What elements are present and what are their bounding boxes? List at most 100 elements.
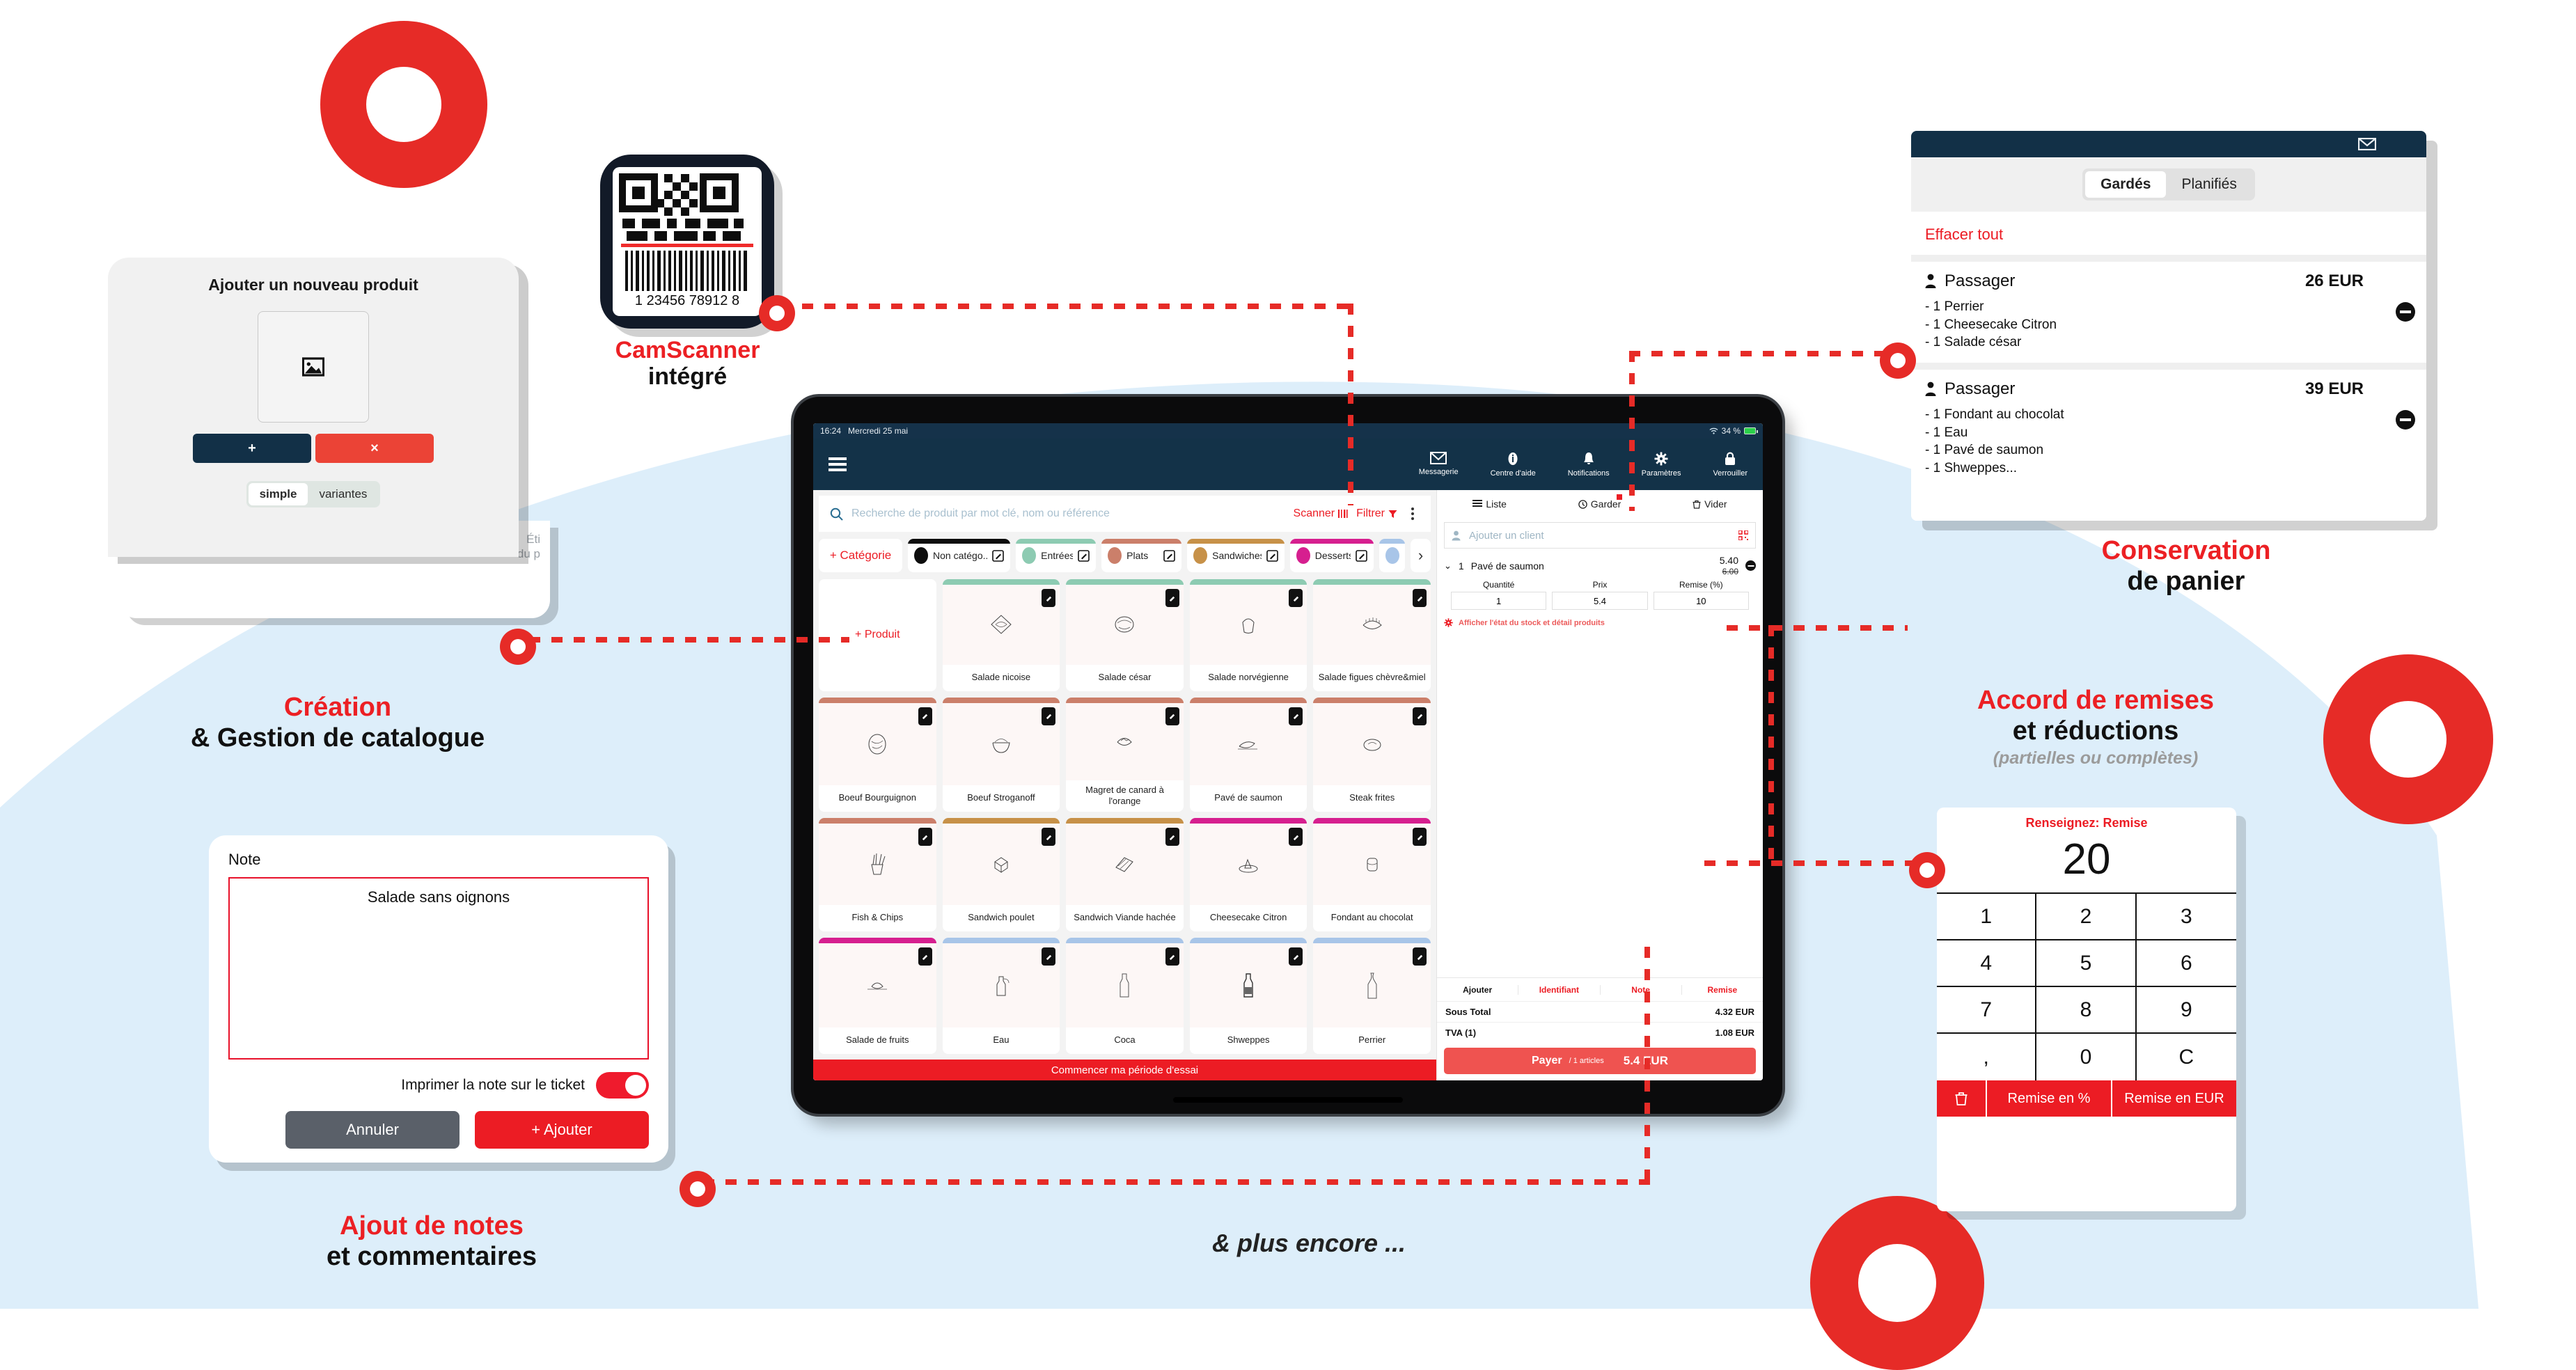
- category-chip-entrees[interactable]: Entrées: [1016, 539, 1097, 572]
- appbar-item-verrouiller[interactable]: Verrouiller: [1713, 452, 1748, 478]
- appbar-item-parametres[interactable]: Paramètres: [1642, 452, 1681, 478]
- cart-action-ajouter[interactable]: Ajouter: [1437, 984, 1519, 995]
- appbar-item-notifications[interactable]: Notifications: [1568, 452, 1610, 478]
- note-add-button[interactable]: + Ajouter: [475, 1111, 649, 1149]
- qr-icon[interactable]: [1738, 530, 1748, 540]
- stock-detail-link[interactable]: Afficher l'état du stock et détail produ…: [1437, 611, 1763, 634]
- add-image-button[interactable]: +: [193, 434, 311, 463]
- note-cancel-button[interactable]: Annuler: [285, 1111, 460, 1149]
- category-chip-desserts[interactable]: Desserts: [1289, 539, 1374, 572]
- clear-all-link[interactable]: Effacer tout: [1925, 226, 2004, 243]
- field-value[interactable]: 10: [1653, 592, 1749, 611]
- keypad-key-9[interactable]: 9: [2136, 987, 2236, 1034]
- keypad-key-5[interactable]: 5: [2036, 940, 2137, 987]
- keypad-key-4[interactable]: 4: [1937, 940, 2037, 987]
- cart-tool-garder[interactable]: Garder: [1578, 494, 1623, 510]
- product-tile[interactable]: Shweppes: [1189, 938, 1307, 1054]
- field-value[interactable]: 5.4: [1552, 592, 1648, 611]
- category-chip-sandwiches[interactable]: Sandwiches: [1187, 539, 1285, 572]
- segment-simple[interactable]: simple: [248, 483, 308, 505]
- keypad-key-2[interactable]: 2: [2036, 894, 2137, 940]
- edit-pencil-icon[interactable]: [918, 707, 932, 725]
- category-chip-non-categorise[interactable]: Non catégo...: [908, 539, 1011, 572]
- field-value[interactable]: 1: [1451, 592, 1547, 611]
- keypad-key-3[interactable]: 3: [2136, 894, 2236, 940]
- trial-banner[interactable]: Commencer ma période d'essai: [813, 1060, 1436, 1080]
- edit-pencil-icon[interactable]: [1413, 828, 1427, 847]
- line-item-remove-button[interactable]: [1745, 560, 1756, 572]
- product-tile[interactable]: Eau: [942, 938, 1060, 1054]
- edit-pencil-icon[interactable]: [1078, 549, 1090, 562]
- product-tile[interactable]: Magret de canard à l'orange: [1066, 697, 1184, 812]
- product-tile[interactable]: Boeuf Stroganoff: [942, 697, 1060, 812]
- product-tile[interactable]: Sandwich poulet: [942, 818, 1060, 932]
- edit-pencil-icon[interactable]: [1289, 947, 1303, 966]
- cart-action-note[interactable]: Note: [1601, 984, 1682, 995]
- edit-pencil-icon[interactable]: [1266, 549, 1278, 562]
- cart-action-remise[interactable]: Remise: [1707, 984, 1738, 995]
- note-textarea[interactable]: Salade sans oignons: [228, 877, 649, 1060]
- line-item-field-remise[interactable]: Remise (%) 10: [1653, 580, 1749, 611]
- keypad-key-7[interactable]: 7: [1937, 987, 2037, 1034]
- edit-pencil-icon[interactable]: [1289, 828, 1303, 847]
- line-item-field-prix[interactable]: Prix 5.4: [1552, 580, 1648, 611]
- add-category-button[interactable]: + Catégorie: [819, 539, 902, 572]
- product-tile[interactable]: Salade nicoise: [942, 579, 1060, 691]
- edit-pencil-icon[interactable]: [1413, 589, 1427, 607]
- line-item-field-quantite[interactable]: Quantité 1: [1451, 580, 1547, 611]
- edit-pencil-icon[interactable]: [1165, 947, 1179, 966]
- category-chip-boissons[interactable]: [1379, 539, 1406, 572]
- keypad-key-clear[interactable]: C: [2178, 1045, 2194, 1069]
- edit-pencil-icon[interactable]: [1165, 707, 1179, 725]
- product-image-dropzone[interactable]: [258, 311, 369, 423]
- edit-pencil-icon[interactable]: [1413, 947, 1427, 966]
- kept-cart-row[interactable]: Passager 39 EUR - 1 Fondant au chocolat …: [1911, 370, 2426, 489]
- keypad-key-0[interactable]: 0: [2036, 1034, 2137, 1080]
- product-tile[interactable]: Pavé de saumon: [1189, 697, 1307, 812]
- keypad-key-1[interactable]: 1: [1937, 894, 2037, 940]
- product-tile[interactable]: Cheesecake Citron: [1189, 818, 1307, 932]
- edit-pencil-icon[interactable]: [1165, 828, 1179, 847]
- keypad-key-6[interactable]: 6: [2136, 940, 2236, 987]
- pay-button[interactable]: Payer / 1 articles 5.4 EUR: [1444, 1048, 1756, 1074]
- segment-variantes[interactable]: variantes: [319, 487, 368, 501]
- edit-pencil-icon[interactable]: [1042, 947, 1056, 966]
- cart-line-item[interactable]: ⌄ 1 Pavé de saumon 5.40 6.00 Quantité: [1437, 553, 1763, 611]
- product-tile[interactable]: Fish & Chips: [819, 818, 936, 932]
- edit-pencil-icon[interactable]: [918, 947, 932, 966]
- discount-eur-button[interactable]: Remise en EUR: [2124, 1090, 2224, 1106]
- product-tile[interactable]: Coca: [1066, 938, 1184, 1054]
- add-product-tile[interactable]: + Produit: [819, 579, 936, 691]
- kept-cart-remove-button[interactable]: [2396, 409, 2415, 430]
- edit-pencil-icon[interactable]: [1165, 589, 1179, 607]
- edit-pencil-icon[interactable]: [1042, 589, 1056, 607]
- product-tile[interactable]: Sandwich Viande hachée: [1066, 818, 1184, 932]
- cart-tool-vider[interactable]: Vider: [1693, 498, 1727, 510]
- hamburger-icon[interactable]: [828, 457, 847, 471]
- filter-button[interactable]: Filtrer: [1356, 507, 1397, 520]
- edit-pencil-icon[interactable]: [992, 549, 1004, 562]
- product-tile[interactable]: Salade de fruits: [819, 938, 936, 1054]
- chevron-right-icon[interactable]: ›: [1411, 539, 1431, 572]
- edit-pencil-icon[interactable]: [1042, 707, 1056, 725]
- product-tile[interactable]: Salade césar: [1066, 579, 1184, 691]
- add-client-input[interactable]: Ajouter un client: [1444, 522, 1756, 549]
- appbar-item-messagerie[interactable]: Messagerie: [1419, 451, 1459, 478]
- cart-tool-liste[interactable]: Liste: [1472, 498, 1507, 510]
- edit-pencil-icon[interactable]: [1163, 549, 1175, 562]
- product-tile[interactable]: Boeuf Bourguignon: [819, 697, 936, 812]
- product-tile[interactable]: Perrier: [1313, 938, 1431, 1054]
- category-chip-plats[interactable]: Plats: [1101, 539, 1182, 572]
- keypad-key-8[interactable]: 8: [2036, 987, 2137, 1034]
- product-tile[interactable]: Fondant au chocolat: [1313, 818, 1431, 932]
- more-options-icon[interactable]: [1406, 507, 1420, 520]
- kept-cart-row[interactable]: Passager 26 EUR - 1 Perrier - 1 Cheeseca…: [1911, 262, 2426, 363]
- remove-image-button[interactable]: ×: [315, 434, 434, 463]
- appbar-item-centre-aide[interactable]: Centre d'aide: [1491, 452, 1536, 478]
- product-tile[interactable]: Salade figues chèvre&miel: [1313, 579, 1431, 691]
- keypad-delete-button[interactable]: [1937, 1080, 1987, 1117]
- product-tile[interactable]: Steak frites: [1313, 697, 1431, 812]
- chevron-down-icon[interactable]: ⌄: [1444, 560, 1452, 571]
- edit-pencil-icon[interactable]: [1289, 589, 1303, 607]
- edit-pencil-icon[interactable]: [1356, 549, 1367, 562]
